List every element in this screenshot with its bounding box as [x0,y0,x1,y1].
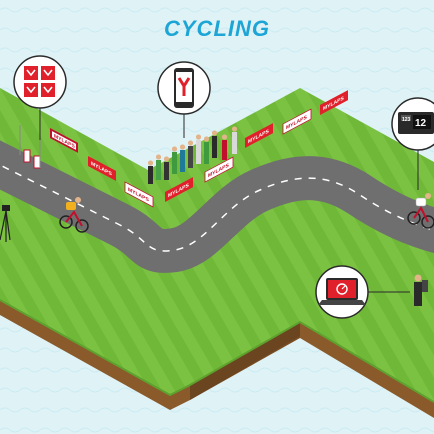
smartphone-app-icon [174,68,194,108]
cyclist-right [407,193,434,229]
timing-display-icon: 123 12 [398,112,434,134]
bib-tags-icon [24,66,55,97]
timing-display-small-label: 123 [402,117,411,123]
timing-stands [19,125,41,169]
road-center-line [0,164,434,252]
banner-row-top: MYLAPS MYLAPS MYLAPS MYLAPS MYLAPS [50,90,348,181]
page-title: CYCLING [164,16,270,41]
camera-tripod [0,205,11,242]
timing-display-callout: 123 12 [391,97,434,151]
spectator-crowd [147,126,238,184]
laptop-results-icon [318,278,366,305]
cyclist-left [59,197,89,233]
timing-display-digits: 12 [415,118,427,129]
smartphone-callout [157,61,211,115]
bib-tags-callout [13,55,67,109]
laptop-callout [315,265,369,319]
official-person [414,274,428,306]
